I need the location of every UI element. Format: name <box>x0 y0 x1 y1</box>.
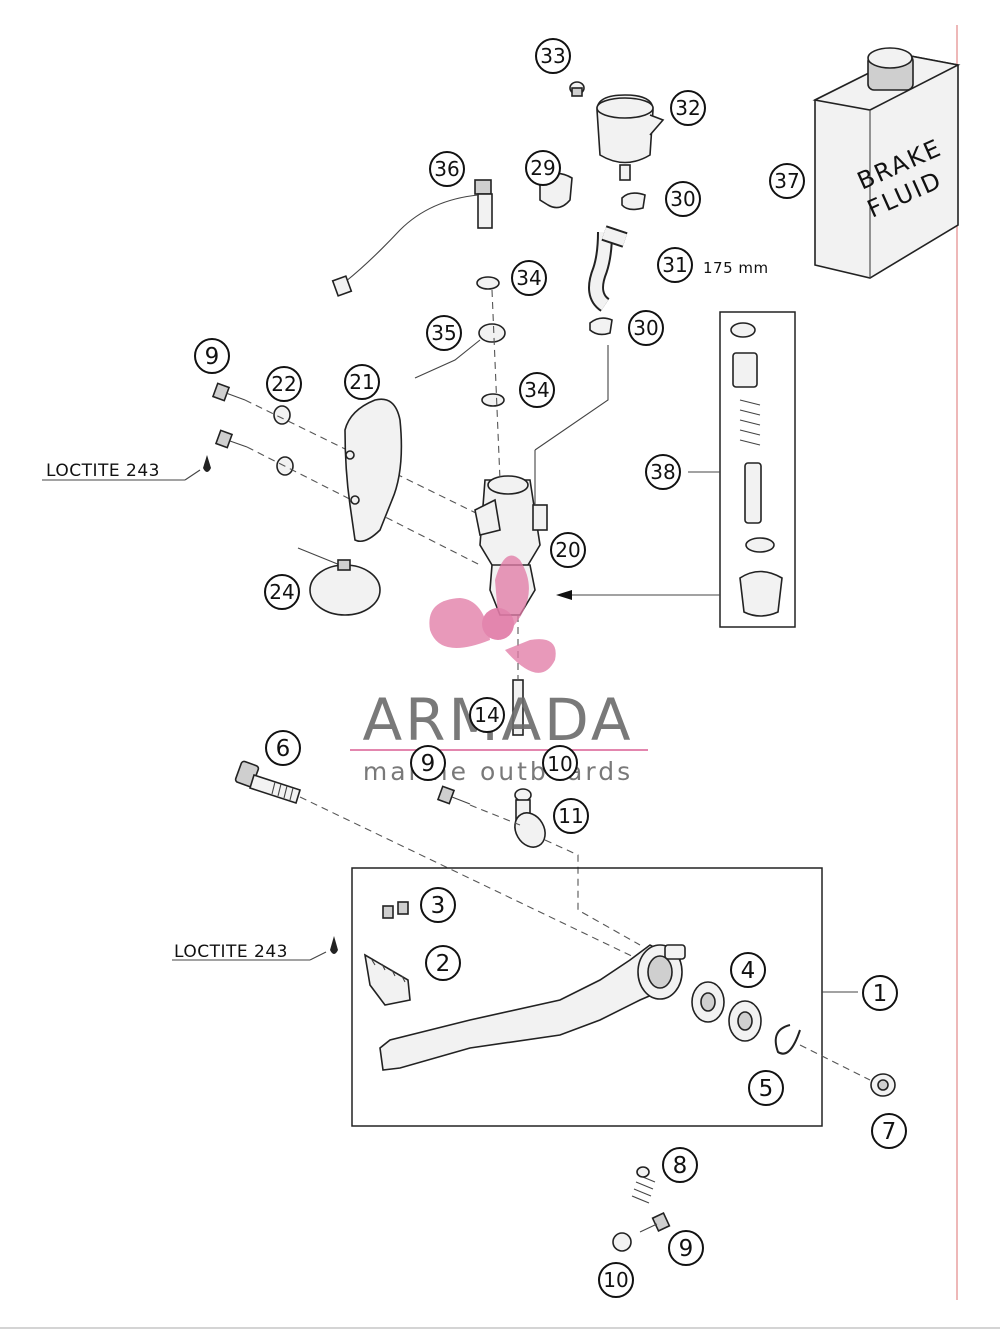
svg-text:32: 32 <box>675 96 700 120</box>
callout-1: 1 <box>862 975 898 1011</box>
callout-14: 14 <box>469 697 505 733</box>
svg-text:31: 31 <box>662 253 687 277</box>
brake-fluid-can: BRAKE FLUID <box>812 47 961 279</box>
loctite-label-top: LOCTITE 243 <box>46 461 160 481</box>
svg-text:30: 30 <box>670 187 695 211</box>
callout-21: 21 <box>344 364 380 400</box>
callout-10-middle: 10 <box>542 745 578 781</box>
callout-20: 20 <box>550 532 586 568</box>
svg-text:34: 34 <box>516 266 541 290</box>
master-cylinder-guard <box>344 398 403 543</box>
svg-text:21: 21 <box>349 370 374 394</box>
callout-9-middle: 9 <box>410 745 446 781</box>
svg-text:9: 9 <box>421 751 436 777</box>
svg-text:10: 10 <box>603 1268 628 1292</box>
svg-text:1: 1 <box>873 981 888 1007</box>
svg-text:35: 35 <box>431 321 456 345</box>
callout-8: 8 <box>662 1147 698 1183</box>
svg-text:24: 24 <box>269 580 294 604</box>
return-spring-assembly <box>612 1166 671 1252</box>
callout-34-upper: 34 <box>511 260 547 296</box>
svg-text:38: 38 <box>650 460 675 484</box>
callout-37: 37 <box>769 163 805 199</box>
svg-text:9: 9 <box>205 344 220 370</box>
callout-22: 22 <box>266 366 302 402</box>
svg-text:9: 9 <box>679 1236 694 1262</box>
callout-3: 3 <box>420 887 456 923</box>
armada-watermark: ARMADA marine outboards <box>350 555 648 786</box>
callout-9-lower: 9 <box>668 1230 704 1266</box>
svg-text:33: 33 <box>540 44 565 68</box>
callout-35: 35 <box>426 315 462 351</box>
callout-36: 36 <box>429 151 465 187</box>
svg-text:36: 36 <box>434 157 459 181</box>
svg-text:5: 5 <box>759 1076 774 1102</box>
callout-2: 2 <box>425 945 461 981</box>
callout-24: 24 <box>264 574 300 610</box>
hose-length-label: 175 mm <box>703 259 769 277</box>
svg-text:11: 11 <box>558 804 583 828</box>
callout-9-upper: 9 <box>194 338 230 374</box>
svg-text:30: 30 <box>633 316 658 340</box>
svg-text:3: 3 <box>431 893 446 919</box>
reservoir-assembly <box>539 81 665 336</box>
svg-text:7: 7 <box>882 1119 897 1145</box>
middle-fasteners <box>436 785 641 946</box>
callout-30-upper: 30 <box>665 181 701 217</box>
svg-text:10: 10 <box>547 752 572 776</box>
svg-text:2: 2 <box>436 951 451 977</box>
svg-text:34: 34 <box>524 378 549 402</box>
callout-6: 6 <box>265 730 301 766</box>
loctite-label-bottom: LOCTITE 243 <box>174 942 288 962</box>
propeller-logo-icon <box>429 555 556 673</box>
cable-tie <box>297 547 381 616</box>
svg-text:6: 6 <box>276 736 291 762</box>
callout-4: 4 <box>730 952 766 988</box>
svg-text:29: 29 <box>530 156 555 180</box>
watermark-tagline: marine outboards <box>363 757 633 786</box>
callout-32: 32 <box>670 90 706 126</box>
svg-text:14: 14 <box>474 703 499 727</box>
callout-11: 11 <box>553 798 589 834</box>
pivot-bolt <box>234 760 641 961</box>
repair-kit-box <box>556 311 796 628</box>
pedal-assembly-box <box>172 867 896 1127</box>
callout-10-lower: 10 <box>598 1262 634 1298</box>
svg-text:22: 22 <box>271 372 296 396</box>
svg-text:20: 20 <box>555 538 580 562</box>
brake-light-switch <box>331 179 506 407</box>
callout-29: 29 <box>525 150 561 186</box>
svg-text:4: 4 <box>741 958 756 984</box>
upper-fasteners <box>42 382 481 566</box>
callout-30-lower: 30 <box>628 310 664 346</box>
callout-38: 38 <box>645 454 681 490</box>
callout-33: 33 <box>535 38 571 74</box>
callout-7: 7 <box>871 1113 907 1149</box>
callout-5: 5 <box>748 1070 784 1106</box>
callout-34-lower: 34 <box>519 372 555 408</box>
svg-text:8: 8 <box>673 1153 688 1179</box>
callout-31: 31 <box>657 247 693 283</box>
svg-text:37: 37 <box>774 169 799 193</box>
